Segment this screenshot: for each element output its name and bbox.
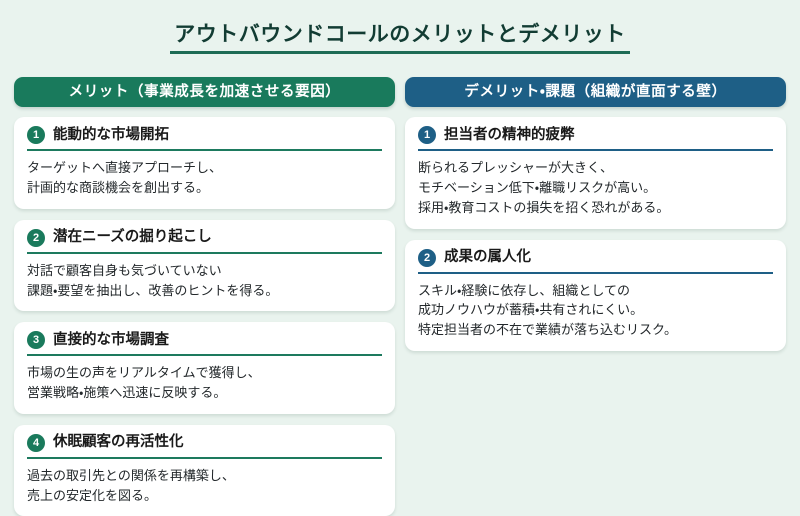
merit-card-4-head: 4 休眠顧客の再活性化	[27, 433, 382, 457]
merit-card-4-body: 過去の取引先との関係を再構築し、 売上の安定化を図る。	[27, 467, 235, 503]
merit-card-2: 2 潜在ニーズの掘り起こし 対話で顧客自身も気づいていない 課題・要望を抽出し、…	[14, 219, 395, 312]
merit-card-3: 3 直接的な市場調査 市場の生の声をリアルタイムで獲得し、 営業戦略・施策へ迅速…	[14, 322, 395, 414]
merit-card-3-body: 市場の生の声をリアルタイムで獲得し、 営業戦略・施策へ迅速に反映する。	[27, 365, 261, 401]
merit-card-3-head: 3 直接的な市場調査	[27, 331, 382, 354]
number-badge: 3	[27, 331, 45, 350]
merit-card-4: 4 休眠顧客の再活性化 過去の取引先との関係を再構築し、 売上の安定化を図る。	[14, 424, 395, 516]
card-divider	[27, 456, 382, 459]
demerit-card-1-body: 断られるプレッシャーが大きく、 モチベーション低下・離職リスクが高い。 採用・教…	[418, 160, 670, 215]
card-divider	[418, 271, 773, 274]
number-badge: 2	[418, 248, 436, 267]
demerit-card-1-title: 担当者の精神的疲弊	[444, 126, 575, 143]
card-divider	[27, 354, 382, 357]
card-divider	[418, 149, 773, 152]
merit-card-3-title: 直接的な市場調査	[53, 331, 169, 348]
page-title: アウトバウンドコールのメリットとデメリット	[170, 22, 630, 55]
merit-card-1-title: 能動的な市場開拓	[53, 126, 169, 143]
number-badge: 4	[27, 433, 45, 452]
card-divider	[27, 149, 382, 152]
merit-card-1: 1 能動的な市場開拓 ターゲットへ直接アプローチし、 計画的な商談機会を創出する…	[14, 117, 395, 209]
number-badge: 1	[27, 126, 45, 145]
merit-card-1-head: 1 能動的な市場開拓	[27, 126, 382, 149]
number-badge: 2	[27, 228, 45, 247]
demerit-column-header: デメリット・課題（組織が直面する壁）	[405, 77, 786, 108]
merit-card-2-body: 対話で顧客自身も気づいていない 課題・要望を抽出し、改善のヒントを得る。	[27, 262, 279, 298]
comparison-columns: メリット（事業成長を加速させる要因） 1 能動的な市場開拓 ターゲットへ直接アプ…	[0, 68, 800, 516]
demerit-card-1: 1 担当者の精神的疲弊 断られるプレッシャーが大きく、 モチベーション低下・離職…	[405, 117, 786, 229]
merit-card-2-head: 2 潜在ニーズの掘り起こし	[27, 228, 382, 252]
demerit-card-2-head: 2 成果の属人化	[418, 248, 773, 272]
demerit-card-2-body: スキル・経験に依存し、組織としての 成功ノウハウが蓄積・共有されにくい。 特定担…	[418, 282, 677, 338]
number-badge: 1	[418, 126, 436, 145]
demerit-column: デメリット・課題（組織が直面する壁） 1 担当者の精神的疲弊 断られるプレッシャ…	[405, 77, 786, 351]
demerit-card-2-title: 成果の属人化	[444, 248, 531, 265]
merit-card-1-body: ターゲットへ直接アプローチし、 計画的な商談機会を創出する。	[27, 160, 223, 196]
card-divider	[27, 251, 382, 254]
demerit-card-1-head: 1 担当者の精神的疲弊	[418, 126, 773, 149]
merit-card-2-title: 潜在ニーズの掘り起こし	[53, 229, 212, 246]
demerit-card-2: 2 成果の属人化 スキル・経験に依存し、組織としての 成功ノウハウが蓄積・共有さ…	[405, 239, 786, 351]
merit-column-header: メリット（事業成長を加速させる要因）	[14, 77, 395, 108]
merit-card-4-title: 休眠顧客の再活性化	[53, 434, 184, 451]
title-bar: アウトバウンドコールのメリットとデメリット	[0, 0, 800, 68]
merit-column: メリット（事業成長を加速させる要因） 1 能動的な市場開拓 ターゲットへ直接アプ…	[14, 77, 395, 516]
